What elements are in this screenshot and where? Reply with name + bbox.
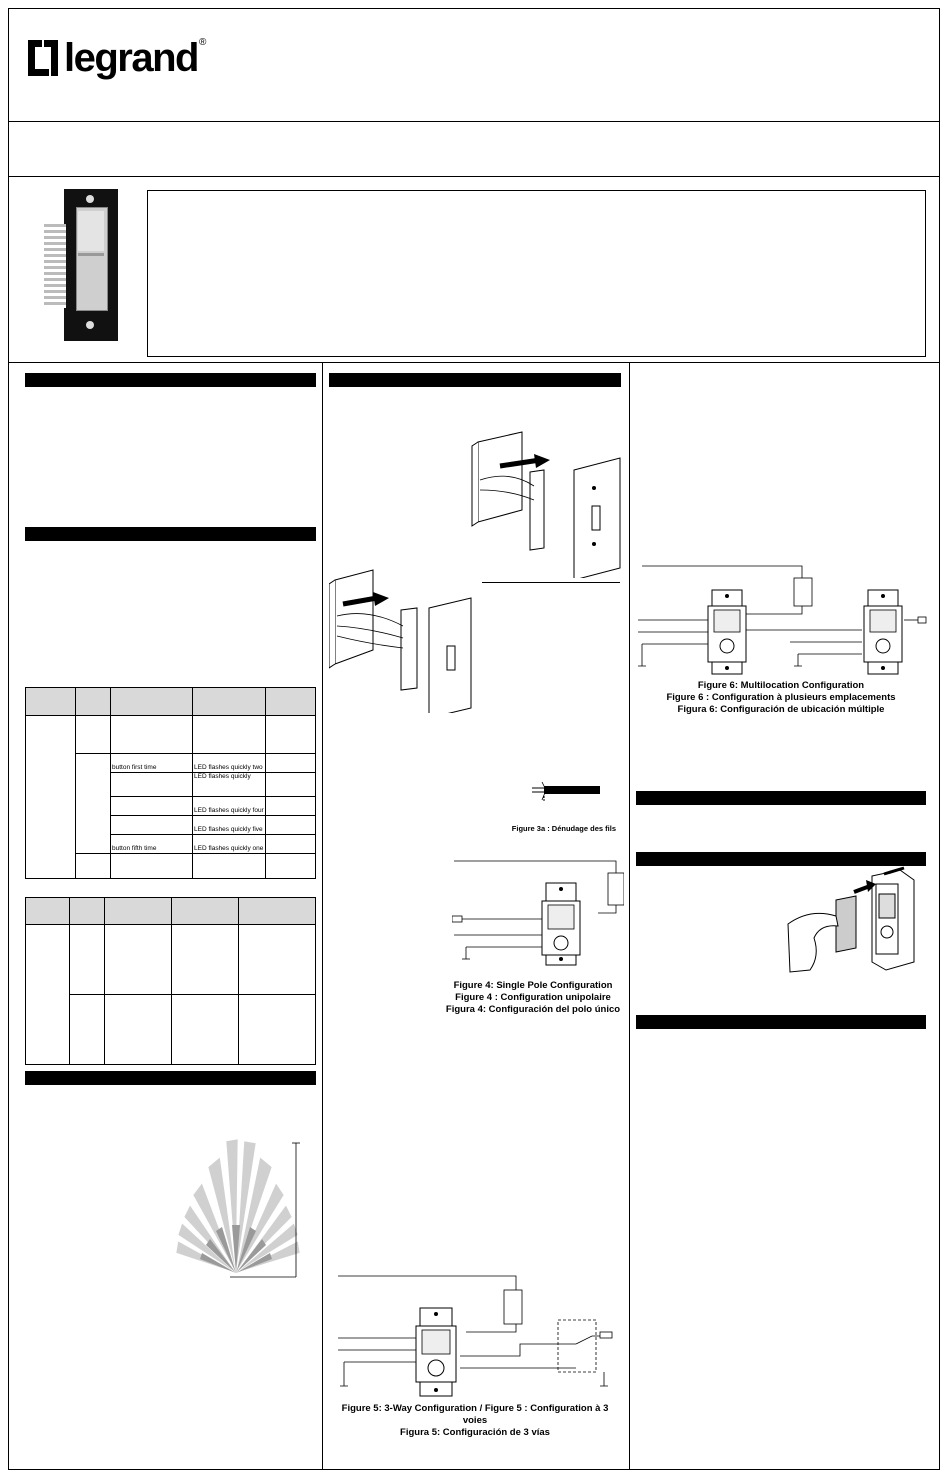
screw-icon: [86, 195, 94, 203]
figure-3a-caption: Figure 3a : Dénudage des fils: [511, 824, 616, 833]
section-bar-7: [636, 1015, 926, 1029]
header-rule-bottom: [8, 176, 940, 177]
figure-5-caption-es: Figura 5: Configuración de 3 vías: [400, 1427, 550, 1438]
section-bar-4: [329, 373, 621, 387]
screw-icon: [86, 321, 94, 329]
dimmer-device-icon: [707, 589, 747, 675]
registered-mark: ®: [198, 37, 207, 48]
multilocation-wiring-diagram: [638, 565, 927, 675]
legrand-logo: legrand ®: [26, 33, 206, 83]
column-divider-2: [629, 362, 630, 1470]
section-bar-1: [25, 373, 316, 387]
wire-strip-illustration: [532, 781, 600, 802]
table-cell: LED flashes quickly: [192, 772, 266, 797]
figure-6-caption: Figure 6: Multilocation Configuration Fi…: [636, 680, 926, 716]
figure-4-caption: Figure 4: Single Pole Configuration Figu…: [430, 980, 636, 1016]
heat-sink-fins: [44, 224, 66, 308]
figure-5-caption: Figure 5: 3-Way Configuration / Figure 5…: [329, 1403, 621, 1439]
dimmer-device-icon: [415, 1307, 457, 1397]
section-bar-2: [25, 527, 316, 541]
table-cell: LED flashes quickly four: [192, 796, 266, 816]
column-divider-1: [322, 362, 323, 1470]
product-photo: [64, 189, 118, 341]
figure-4-caption-fr: Figure 4 : Configuration unipolaire: [455, 992, 611, 1003]
dimmer-paddle: [78, 211, 104, 251]
section-bar-3: [25, 1071, 316, 1085]
table-cell: LED flashes quickly two: [192, 753, 266, 773]
description-box: [147, 190, 926, 357]
section-bar-6: [636, 852, 926, 866]
section-bar-5: [636, 791, 926, 805]
install-dimmer-illustration: [329, 569, 472, 713]
header-rule-top: [8, 121, 940, 122]
three-way-wiring-diagram: [338, 1275, 613, 1397]
dimmer-device-icon: [541, 882, 581, 966]
dimmer-slider: [78, 253, 104, 256]
remove-old-switch-illustration: [471, 431, 621, 578]
coverage-pattern-diagram: [175, 1138, 301, 1278]
table-cell: button fifth time: [110, 834, 193, 854]
figure-6-caption-es: Figura 6: Configuración de ubicación múl…: [677, 704, 885, 715]
settings-table-2: [25, 897, 316, 1065]
figure-6-caption-en: Figure 6: Multilocation Configuration: [697, 680, 865, 691]
table-cell: LED flashes quickly one: [192, 834, 266, 854]
figure-4-caption-en: Figure 4: Single Pole Configuration: [453, 980, 613, 991]
table-cell: LED flashes quickly five: [192, 815, 266, 835]
figure-6-caption-fr: Figure 6 : Configuration à plusieurs emp…: [666, 692, 896, 703]
remote-device-icon: [863, 589, 903, 675]
faceplate-install-illustration: [787, 866, 915, 973]
brand-name: legrand: [64, 36, 199, 80]
figure-4-caption-es: Figura 4: Configuración del polo único: [445, 1004, 621, 1015]
table-cell: [25, 715, 76, 879]
figure-rule: [482, 582, 620, 583]
figure-5-caption-en-fr: Figure 5: 3-Way Configuration / Figure 5…: [341, 1403, 609, 1426]
table-cell: button first time: [110, 753, 193, 773]
legrand-logo-icon: [28, 40, 58, 76]
single-pole-wiring-diagram: [452, 860, 624, 966]
page-frame: [8, 8, 940, 1470]
columns-rule: [8, 362, 940, 363]
